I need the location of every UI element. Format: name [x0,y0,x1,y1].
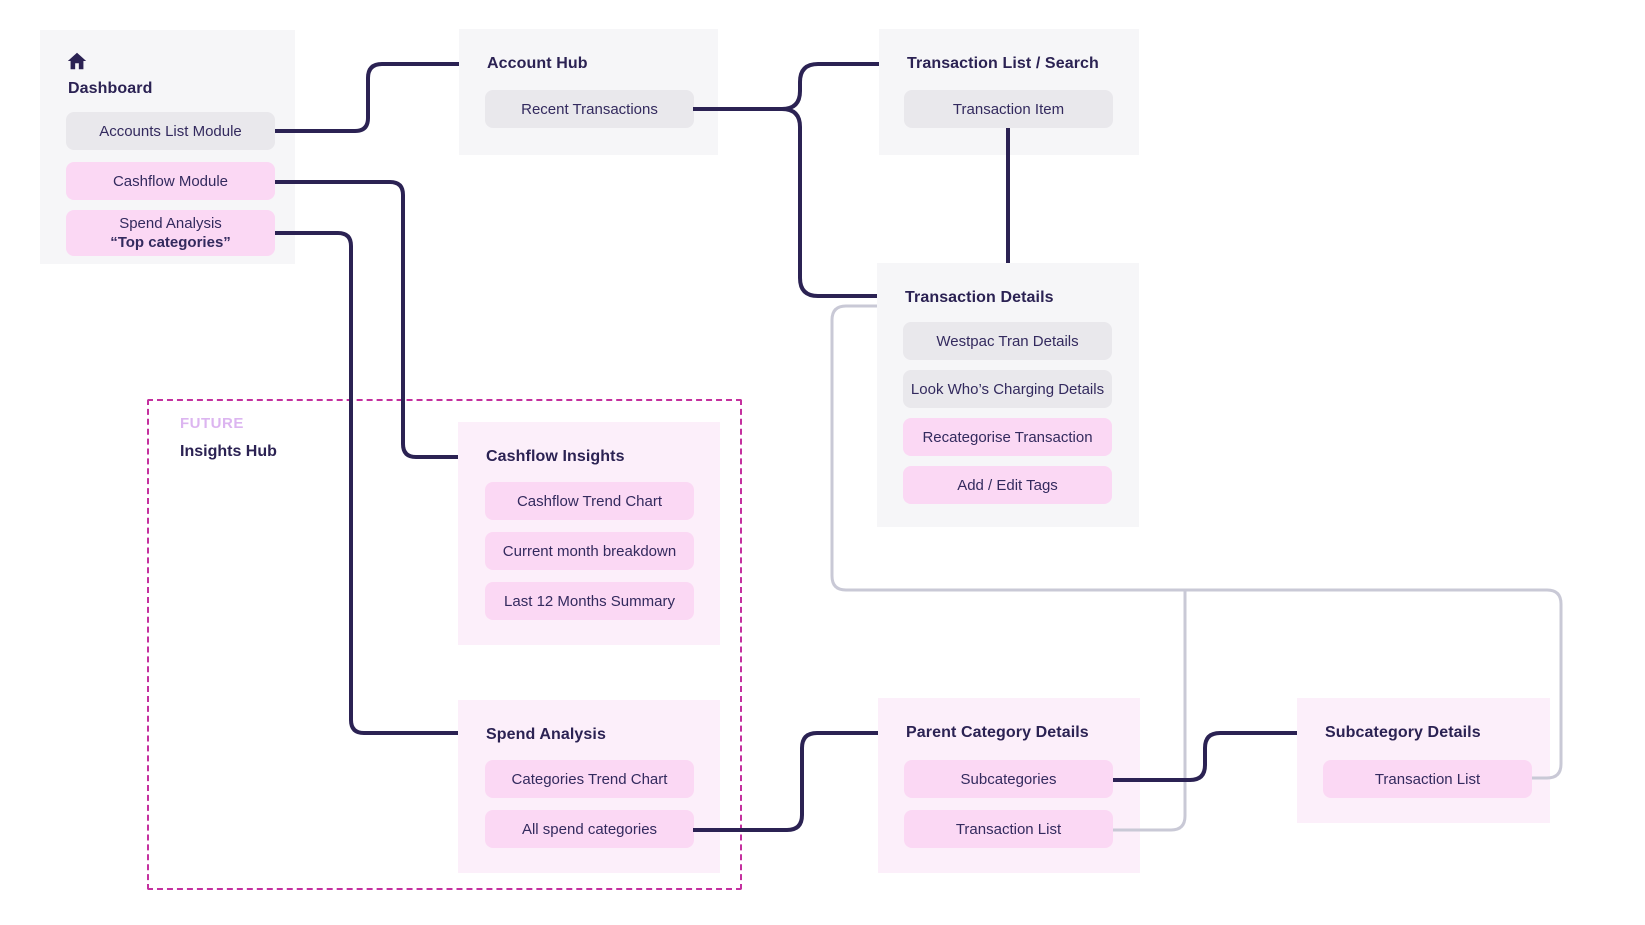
panel-title-dashboard: Dashboard [68,80,153,97]
node-label: Transaction List [1374,770,1481,788]
node-cashflow-trend-chart[interactable]: Cashflow Trend Chart [485,482,694,520]
node-label: All spend categories [521,820,658,838]
node-current-month-breakdown[interactable]: Current month breakdown [485,532,694,570]
node-subcategory-transaction-list[interactable]: Transaction List [1323,760,1532,798]
node-subcategories[interactable]: Subcategories [904,760,1113,798]
node-label: Recategorise Transaction [922,428,1093,446]
node-look-whos-charging-details[interactable]: Look Who’s Charging Details [903,370,1112,408]
node-parent-transaction-list[interactable]: Transaction List [904,810,1113,848]
panel-cashflow-insights: Cashflow Insights Cashflow Trend Chart C… [458,422,720,645]
node-label: Transaction Item [952,100,1065,118]
node-westpac-tran-details[interactable]: Westpac Tran Details [903,322,1112,360]
node-label: Subcategories [960,770,1057,788]
node-transaction-item[interactable]: Transaction Item [904,90,1113,128]
node-label: Last 12 Months Summary [504,592,675,610]
home-icon [67,52,87,70]
panel-account-hub: Account Hub Recent Transactions [459,29,718,155]
node-add-edit-tags[interactable]: Add / Edit Tags [903,466,1112,504]
connector-recent-transactions-to-transaction-details [693,107,877,298]
panel-subcategory-details: Subcategory Details Transaction List [1297,698,1550,823]
panel-title-subcategory-details: Subcategory Details [1325,724,1481,741]
connector-subcategories-to-subcategory-details [1113,731,1297,782]
panel-parent-category-details: Parent Category Details Subcategories Tr… [878,698,1140,873]
node-cashflow-module[interactable]: Cashflow Module [66,162,275,200]
panel-spend-analysis: Spend Analysis Categories Trend Chart Al… [458,700,720,873]
node-recent-transactions[interactable]: Recent Transactions [485,90,694,128]
node-label: Transaction List [955,820,1062,838]
node-last-12-months-summary[interactable]: Last 12 Months Summary [485,582,694,620]
node-label: Categories Trend Chart [511,770,668,788]
node-label: Recent Transactions [521,100,658,118]
panel-title-transaction-list-search: Transaction List / Search [907,55,1099,72]
panel-title-cashflow-insights: Cashflow Insights [486,448,625,465]
panel-title-transaction-details: Transaction Details [905,289,1054,306]
node-recategorise-transaction[interactable]: Recategorise Transaction [903,418,1112,456]
panel-title-parent-category-details: Parent Category Details [906,724,1089,741]
node-label: Cashflow Trend Chart [516,492,663,510]
node-label: Accounts List Module [99,122,242,140]
panel-transaction-list-search: Transaction List / Search Transaction It… [879,29,1139,155]
node-label: Look Who’s Charging Details [910,380,1105,398]
panel-transaction-details: Transaction Details Westpac Tran Details… [877,263,1139,527]
connector-recent-transactions-to-transaction-list-search [693,62,879,111]
connector-accounts-list-to-account-hub [275,62,459,133]
node-label: Add / Edit Tags [957,476,1058,494]
future-group-title: Insights Hub [180,443,277,460]
node-sublabel: “Top categories” [110,234,231,251]
panel-dashboard: Dashboard Accounts List Module Cashflow … [40,30,295,264]
panel-title-spend-analysis: Spend Analysis [486,726,606,743]
panel-title-account-hub: Account Hub [487,55,588,72]
node-label: Westpac Tran Details [936,332,1079,350]
node-label: Spend Analysis [119,215,222,232]
node-categories-trend-chart[interactable]: Categories Trend Chart [485,760,694,798]
node-label: Cashflow Module [112,172,229,190]
node-label: Current month breakdown [502,542,677,560]
node-spend-analysis-top-categories[interactable]: Spend Analysis “Top categories” [66,210,275,256]
future-tag: FUTURE [180,415,244,432]
node-all-spend-categories[interactable]: All spend categories [485,810,694,848]
node-accounts-list-module[interactable]: Accounts List Module [66,112,275,150]
